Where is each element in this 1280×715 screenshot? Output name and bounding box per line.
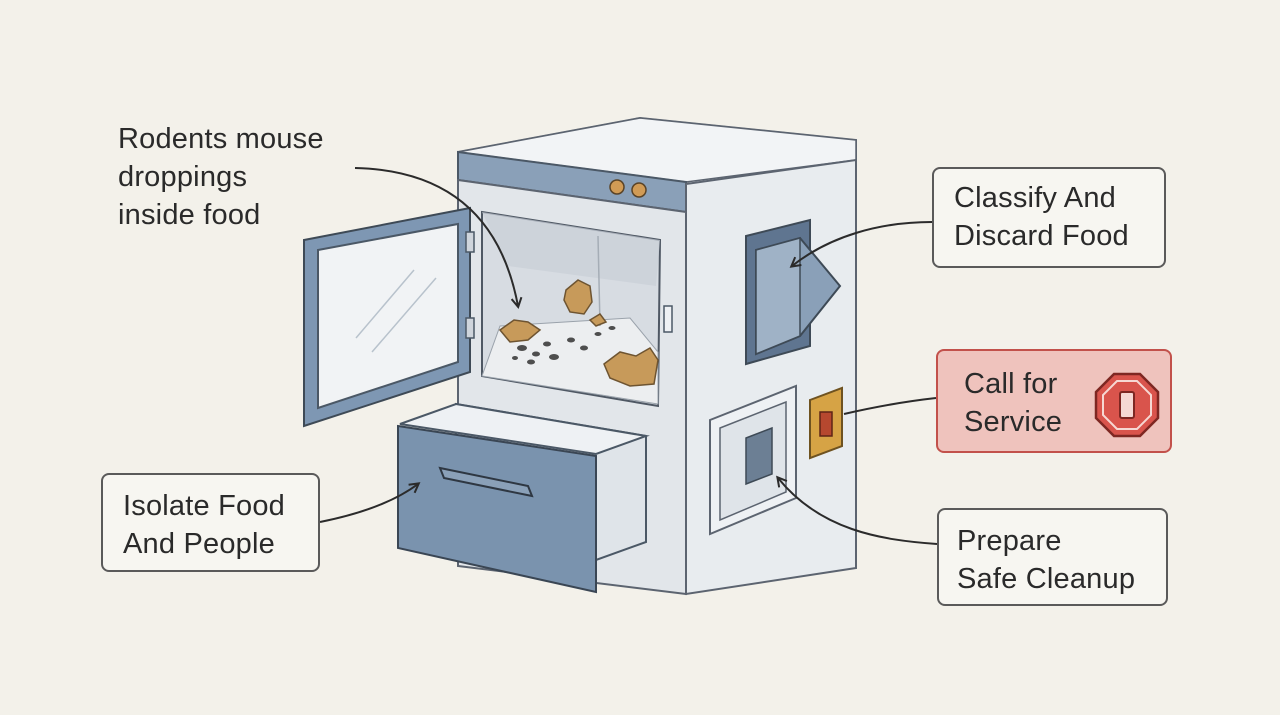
callout-isolate-food: Isolate Food And People [101, 473, 320, 572]
disposal-chute [745, 218, 842, 366]
callout-isolate-line1: Isolate Food [123, 490, 285, 522]
contaminated-food-pieces [498, 279, 659, 387]
callout-rodents-line2: droppings [118, 161, 248, 193]
stop-sign-icon [1094, 372, 1160, 438]
control-knob-left [609, 179, 625, 195]
leader-rodents [354, 167, 518, 306]
callout-classify-line1: Classify And [954, 182, 1116, 214]
leader-isolate [319, 484, 418, 523]
callout-isolate-line2: And People [123, 528, 275, 560]
mouse-droppings [512, 326, 616, 365]
control-knob-right [631, 182, 647, 198]
callout-rodents-line3: inside food [118, 199, 261, 231]
callout-classify-discard: Classify And Discard Food [932, 167, 1166, 268]
leader-call [843, 397, 937, 415]
drawer-handle [438, 466, 534, 498]
door-hinge-top [465, 231, 475, 253]
callout-prepare-line1: Prepare [957, 525, 1062, 557]
power-switch [809, 386, 843, 460]
door-hinge-bottom [465, 317, 475, 339]
callout-call-line1: Call for [964, 368, 1058, 400]
leader-classify [792, 221, 933, 266]
callout-classify-line2: Discard Food [954, 220, 1129, 252]
callout-rodent-droppings: Rodents mouse droppings inside food [118, 120, 324, 234]
door-latch [663, 305, 673, 333]
lower-compartment [709, 384, 797, 536]
drawer [397, 402, 650, 594]
callout-prepare-cleanup: Prepare Safe Cleanup [937, 508, 1168, 606]
callout-call-line2: Service [964, 406, 1063, 438]
callout-prepare-line2: Safe Cleanup [957, 563, 1136, 595]
leader-prepare [778, 478, 938, 545]
oven-door [303, 206, 673, 428]
callout-rodents-line1: Rodents mouse [118, 123, 324, 155]
